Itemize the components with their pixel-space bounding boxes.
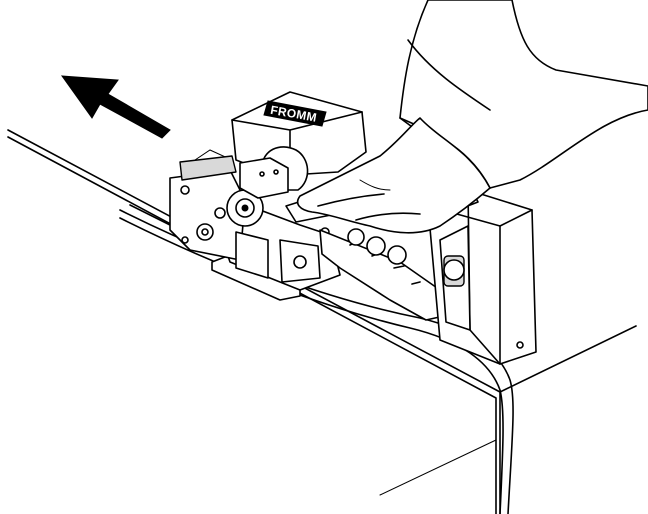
direction-arrow-icon [60,75,171,139]
battery-pack [427,185,537,365]
hand [296,0,648,234]
strapping-tool: FROMM [169,91,445,321]
